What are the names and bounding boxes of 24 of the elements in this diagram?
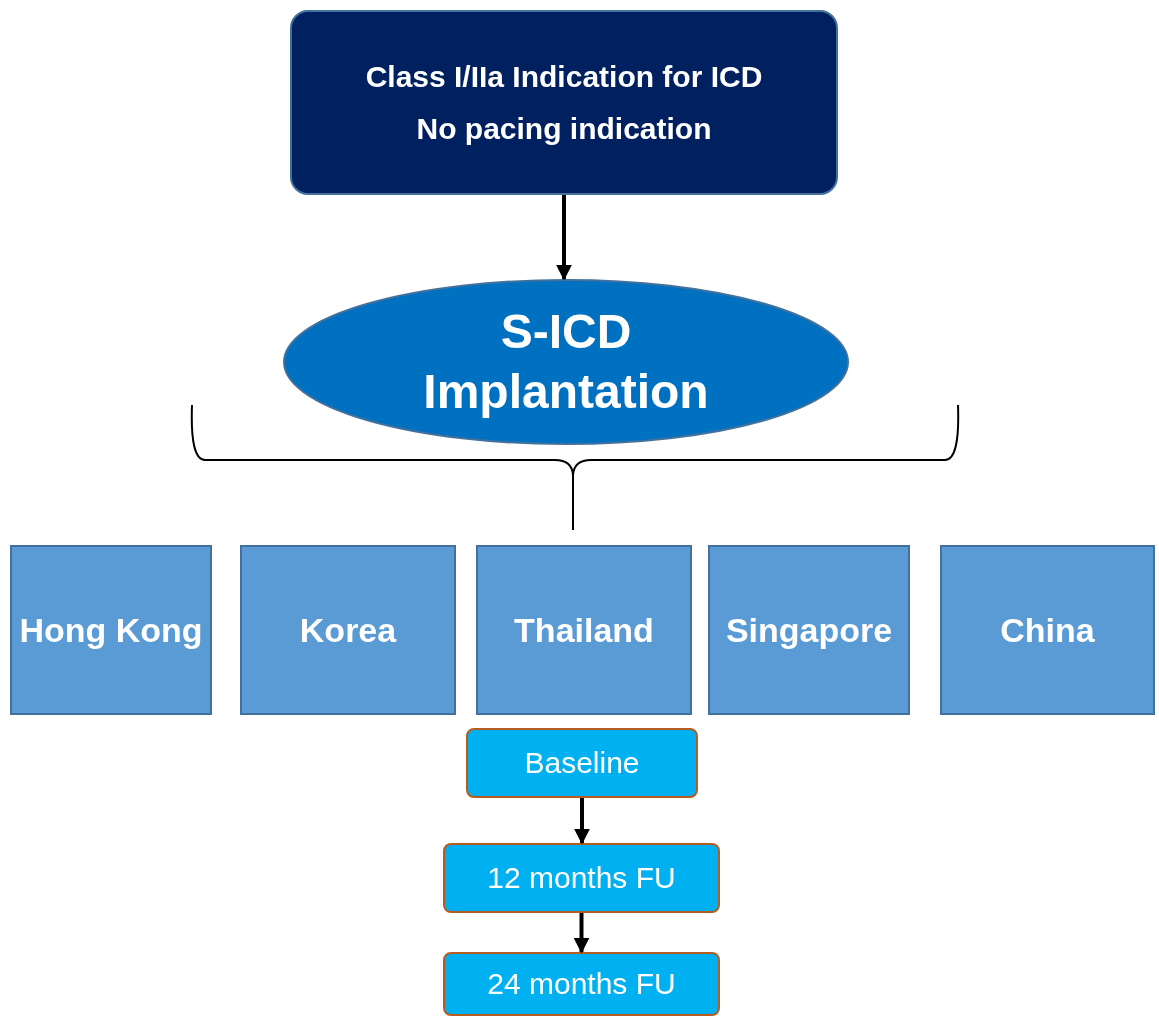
arrow bbox=[556, 195, 572, 281]
box-label: Class I/IIa Indication for ICD bbox=[365, 59, 763, 94]
step-box bbox=[466, 728, 698, 798]
box-label: No pacing indication bbox=[416, 111, 712, 146]
arrow bbox=[573, 913, 590, 954]
box-label: China bbox=[1000, 610, 1095, 650]
process-ellipse bbox=[283, 279, 849, 445]
country-box bbox=[708, 545, 910, 715]
box-label: Baseline bbox=[524, 746, 640, 780]
arrow bbox=[574, 798, 590, 845]
box-label: 12 months FU bbox=[487, 861, 676, 895]
country-box bbox=[476, 545, 692, 715]
box-label: Singapore bbox=[725, 610, 893, 650]
country-box bbox=[940, 545, 1155, 715]
country-box bbox=[240, 545, 456, 715]
box-label: Thailand bbox=[514, 610, 654, 650]
ellipse-label: S-ICD Implantation bbox=[422, 304, 710, 420]
box-label: Hong Kong bbox=[19, 610, 203, 650]
step-box bbox=[443, 843, 720, 913]
box-label: 24 months FU bbox=[487, 967, 676, 1001]
step-box bbox=[443, 952, 720, 1016]
process-box bbox=[290, 10, 838, 195]
country-box bbox=[10, 545, 212, 715]
box-label: Korea bbox=[299, 610, 397, 650]
